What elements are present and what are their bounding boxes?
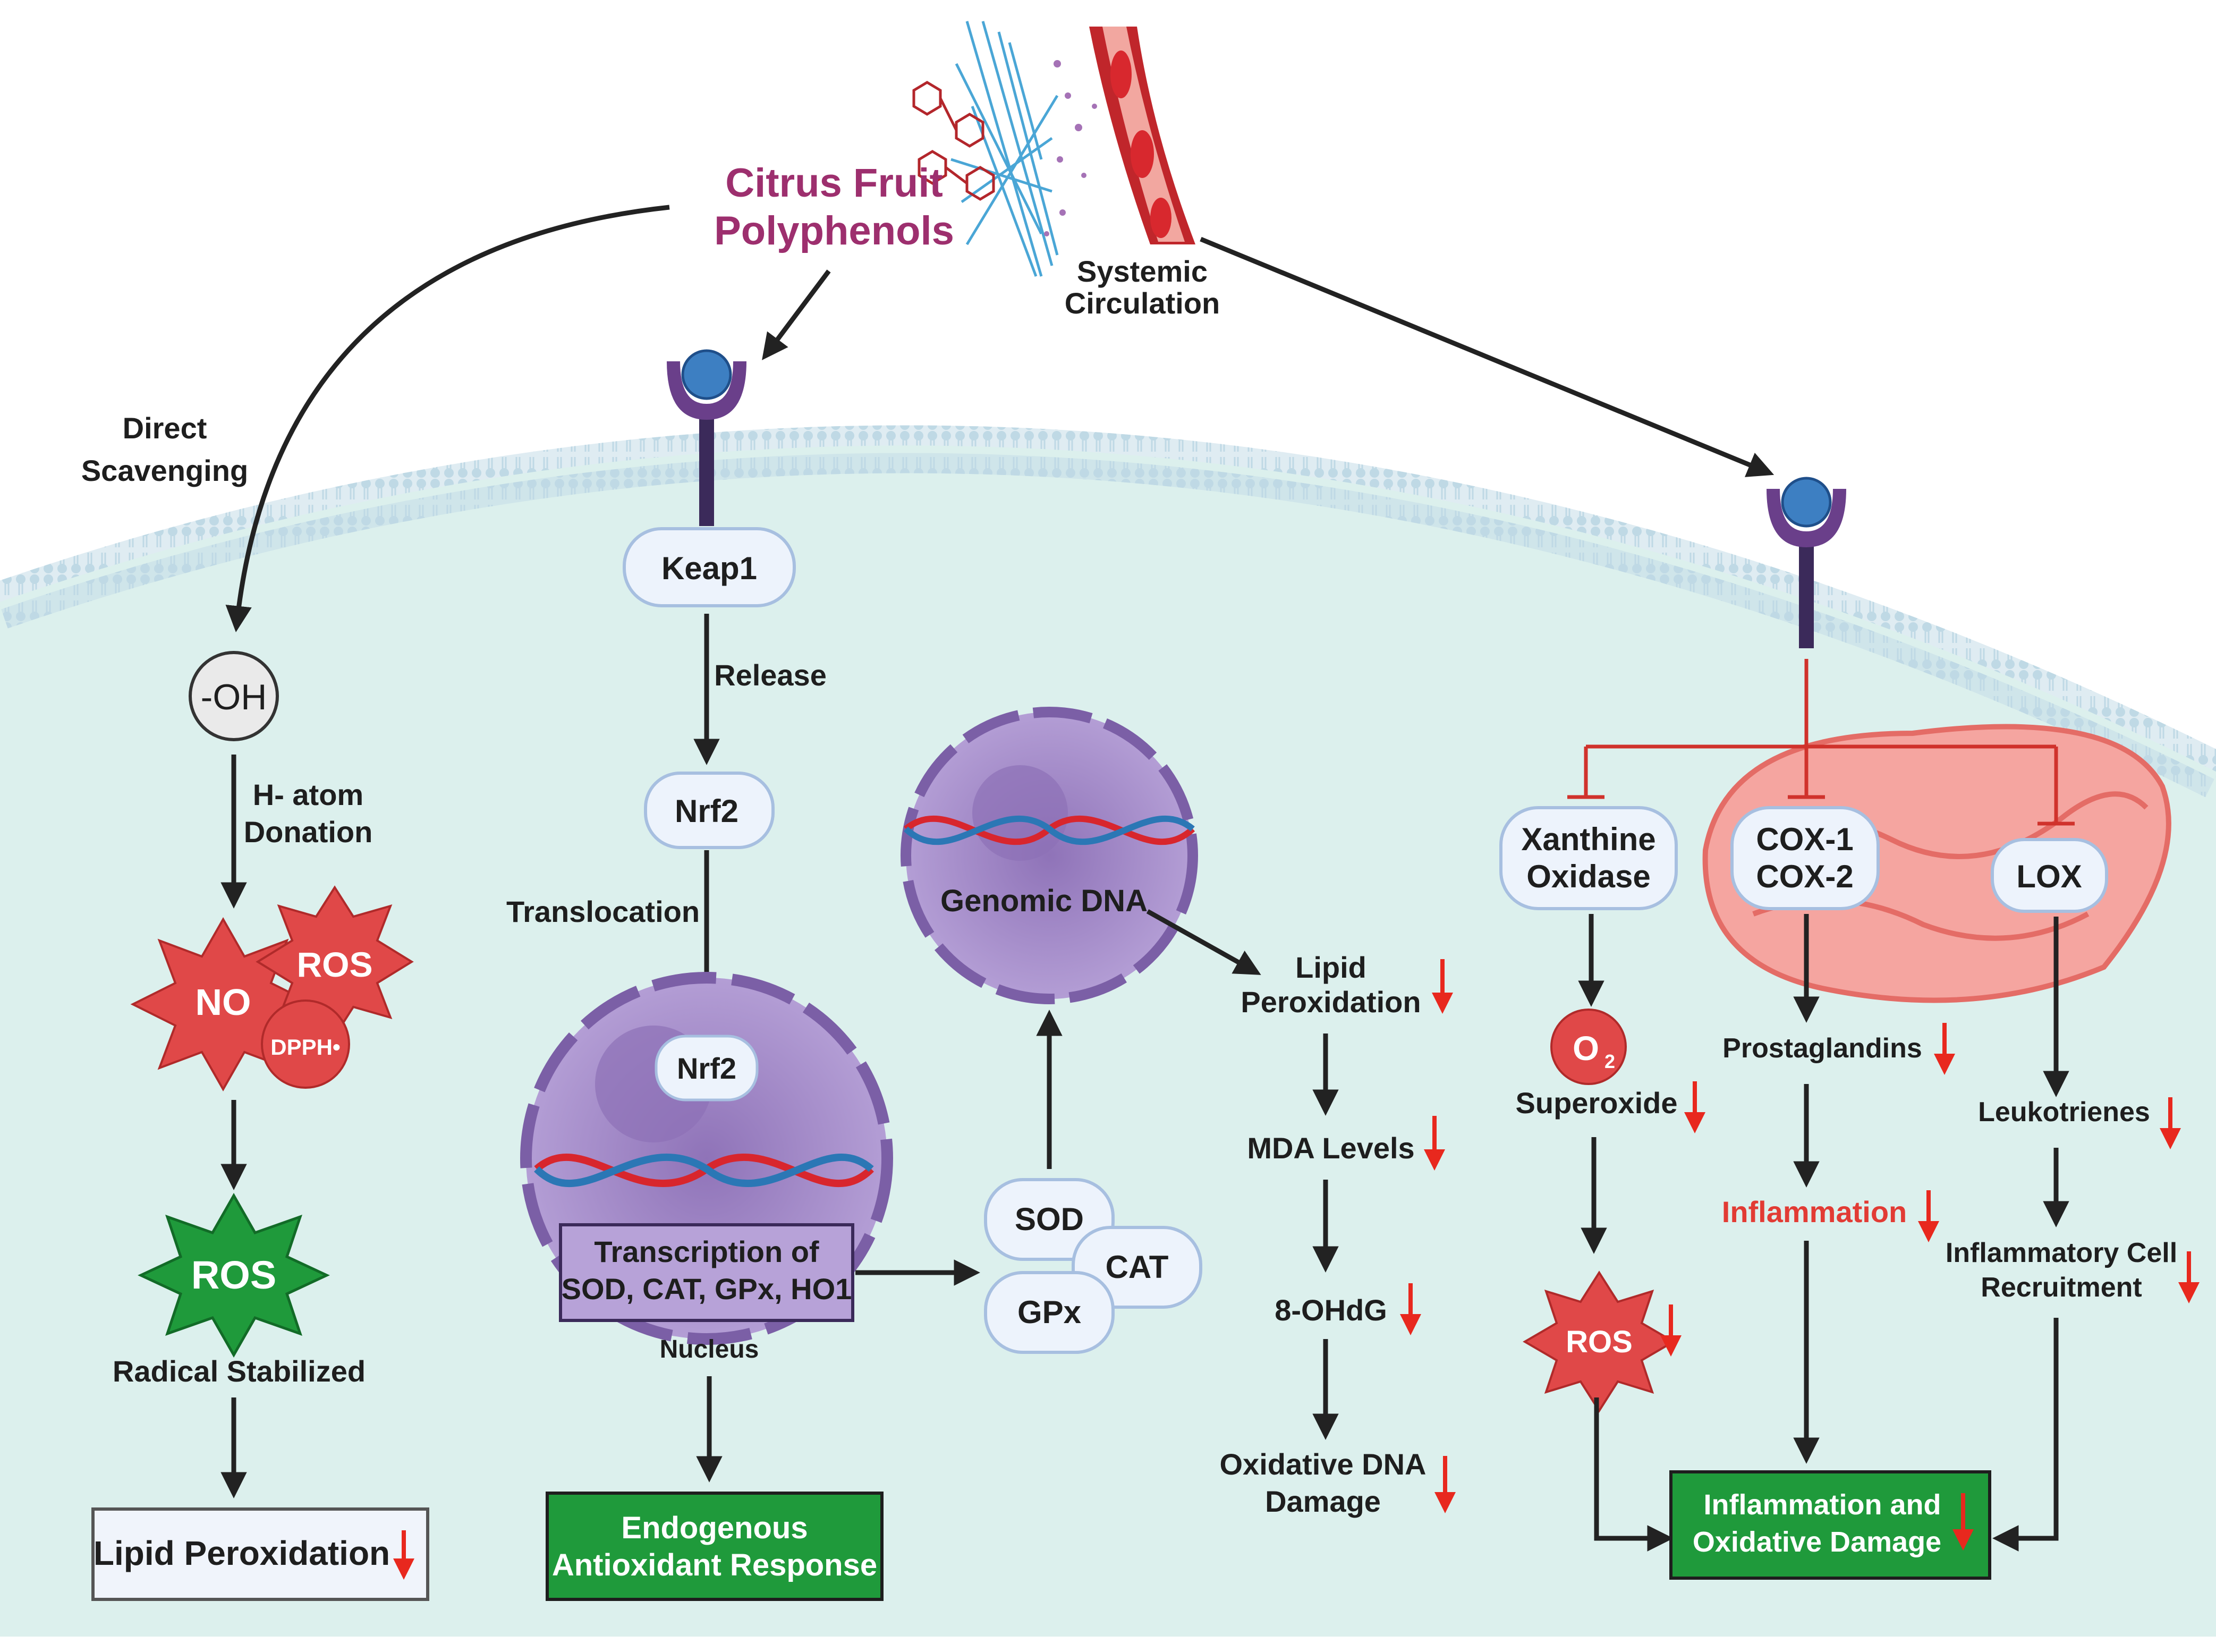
intestinal-fiber-illustration bbox=[950, 21, 1059, 277]
release-label: Release bbox=[714, 658, 827, 692]
hydroxyl-group-node bbox=[189, 651, 279, 741]
cox-line1: COX-1 bbox=[1756, 821, 1853, 857]
translocation-label: Translocation bbox=[506, 895, 700, 928]
circulation-line2: Circulation bbox=[1065, 286, 1220, 320]
response-line2: Antioxidant Response bbox=[552, 1548, 877, 1582]
cox-line2: COX-2 bbox=[1756, 859, 1853, 894]
transcription-line2: SOD, CAT, GPx, HO1 bbox=[562, 1272, 852, 1306]
gpx-label: GPx bbox=[1017, 1294, 1081, 1330]
gpx-node bbox=[984, 1271, 1115, 1354]
keap1-node bbox=[623, 527, 796, 607]
xo-line2: Oxidase bbox=[1526, 859, 1650, 894]
arrow-to-receptor-left bbox=[762, 269, 831, 360]
superoxide-node bbox=[1550, 1009, 1627, 1085]
cat-label: CAT bbox=[1106, 1249, 1169, 1285]
transcription-line1: Transcription of bbox=[594, 1235, 819, 1268]
xanthine-oxidase-node bbox=[1499, 806, 1678, 910]
receptor-right bbox=[1767, 477, 1846, 648]
lipid-peroxidation-label: Lipid Peroxidation bbox=[94, 1534, 390, 1572]
source-title-line2: Polyphenols bbox=[714, 208, 954, 253]
superoxide-subscript: 2 bbox=[1604, 1050, 1615, 1072]
no-label: NO bbox=[196, 981, 251, 1023]
donation-line1: H- atom bbox=[253, 778, 363, 811]
mda-label: MDA Levels bbox=[1247, 1131, 1414, 1165]
lipid-peroxidation-box bbox=[91, 1507, 429, 1601]
receptor-left bbox=[667, 349, 746, 526]
nrf2-node bbox=[644, 772, 775, 849]
final-damage-box bbox=[1669, 1470, 1991, 1580]
lox-node bbox=[1991, 838, 2108, 913]
damage-line2: Damage bbox=[1265, 1485, 1381, 1518]
response-line1: Endogenous bbox=[621, 1511, 808, 1545]
transcription-box bbox=[559, 1223, 854, 1322]
final-line1: Inflammation and bbox=[1703, 1489, 1941, 1521]
sod-label: SOD bbox=[1015, 1201, 1084, 1237]
recruitment-line1: Inflammatory Cell bbox=[1946, 1238, 2177, 1268]
polyphenol-molecules bbox=[912, 81, 995, 201]
stabilized-ros-label: ROS bbox=[191, 1253, 276, 1297]
lipid-line1: Lipid bbox=[1295, 951, 1366, 984]
scavenging-label-line1: Direct bbox=[123, 411, 207, 445]
inhibition-lines bbox=[1567, 659, 2075, 826]
keap1-label: Keap1 bbox=[661, 550, 757, 586]
lipid-line2: Peroxidation bbox=[1241, 985, 1421, 1019]
genomic-dna-nucleus bbox=[901, 707, 1198, 1004]
circulation-line1: Systemic bbox=[1077, 255, 1208, 288]
donation-line2: Donation bbox=[244, 815, 373, 849]
ros-right-label: ROS bbox=[1566, 1325, 1633, 1359]
damage-line1: Oxidative DNA bbox=[1220, 1447, 1427, 1481]
ros-right-burst bbox=[1523, 1270, 1676, 1413]
diffusing-particles bbox=[1044, 60, 1097, 236]
scavenging-label-line2: Scavenging bbox=[81, 454, 248, 487]
cox-node bbox=[1730, 806, 1880, 910]
dpph-label: DPPH• bbox=[270, 1035, 340, 1060]
blood-vessel-illustration bbox=[1089, 27, 1195, 244]
leukotrienes-label: Leukotrienes bbox=[1978, 1097, 2150, 1128]
genomic-dna-label: Genomic DNA bbox=[940, 884, 1148, 918]
inflammation-label: Inflammation bbox=[1722, 1195, 1907, 1229]
hydroxyl-label: -OH bbox=[201, 677, 267, 717]
nrf2-label: Nrf2 bbox=[675, 793, 738, 829]
ros-label: ROS bbox=[296, 945, 372, 984]
antioxidant-response-box bbox=[546, 1492, 884, 1601]
superoxide-symbol: O bbox=[1573, 1029, 1599, 1068]
xo-line1: Xanthine bbox=[1521, 821, 1655, 857]
dpph-node bbox=[261, 999, 350, 1089]
source-title-line1: Citrus Fruit bbox=[725, 160, 943, 206]
recruitment-line2: Recruitment bbox=[1981, 1272, 2142, 1303]
arrow-to-scavenging bbox=[225, 205, 670, 632]
superoxide-label: Superoxide bbox=[1516, 1086, 1678, 1120]
arrow-to-lipid-peroxidation bbox=[1146, 909, 1261, 975]
radical-stabilized-label: Radical Stabilized bbox=[113, 1354, 366, 1388]
ohdg-label: 8-OHdG bbox=[1275, 1293, 1387, 1327]
prostaglandins-label: Prostaglandins bbox=[1722, 1033, 1922, 1064]
nrf2-nucleus-node bbox=[655, 1035, 759, 1102]
nucleus-label: Nucleus bbox=[660, 1335, 759, 1363]
arrow-to-receptor-right bbox=[1200, 236, 1775, 477]
nrf2-nucleus-label: Nrf2 bbox=[677, 1052, 736, 1085]
arrow-ros-to-final bbox=[1594, 1397, 1674, 1552]
lox-label: LOX bbox=[2016, 859, 2082, 894]
arrow-recruitment-to-final bbox=[1992, 1318, 2059, 1552]
stabilized-ros-burst bbox=[138, 1192, 330, 1358]
final-line2: Oxidative Damage bbox=[1693, 1526, 1941, 1558]
